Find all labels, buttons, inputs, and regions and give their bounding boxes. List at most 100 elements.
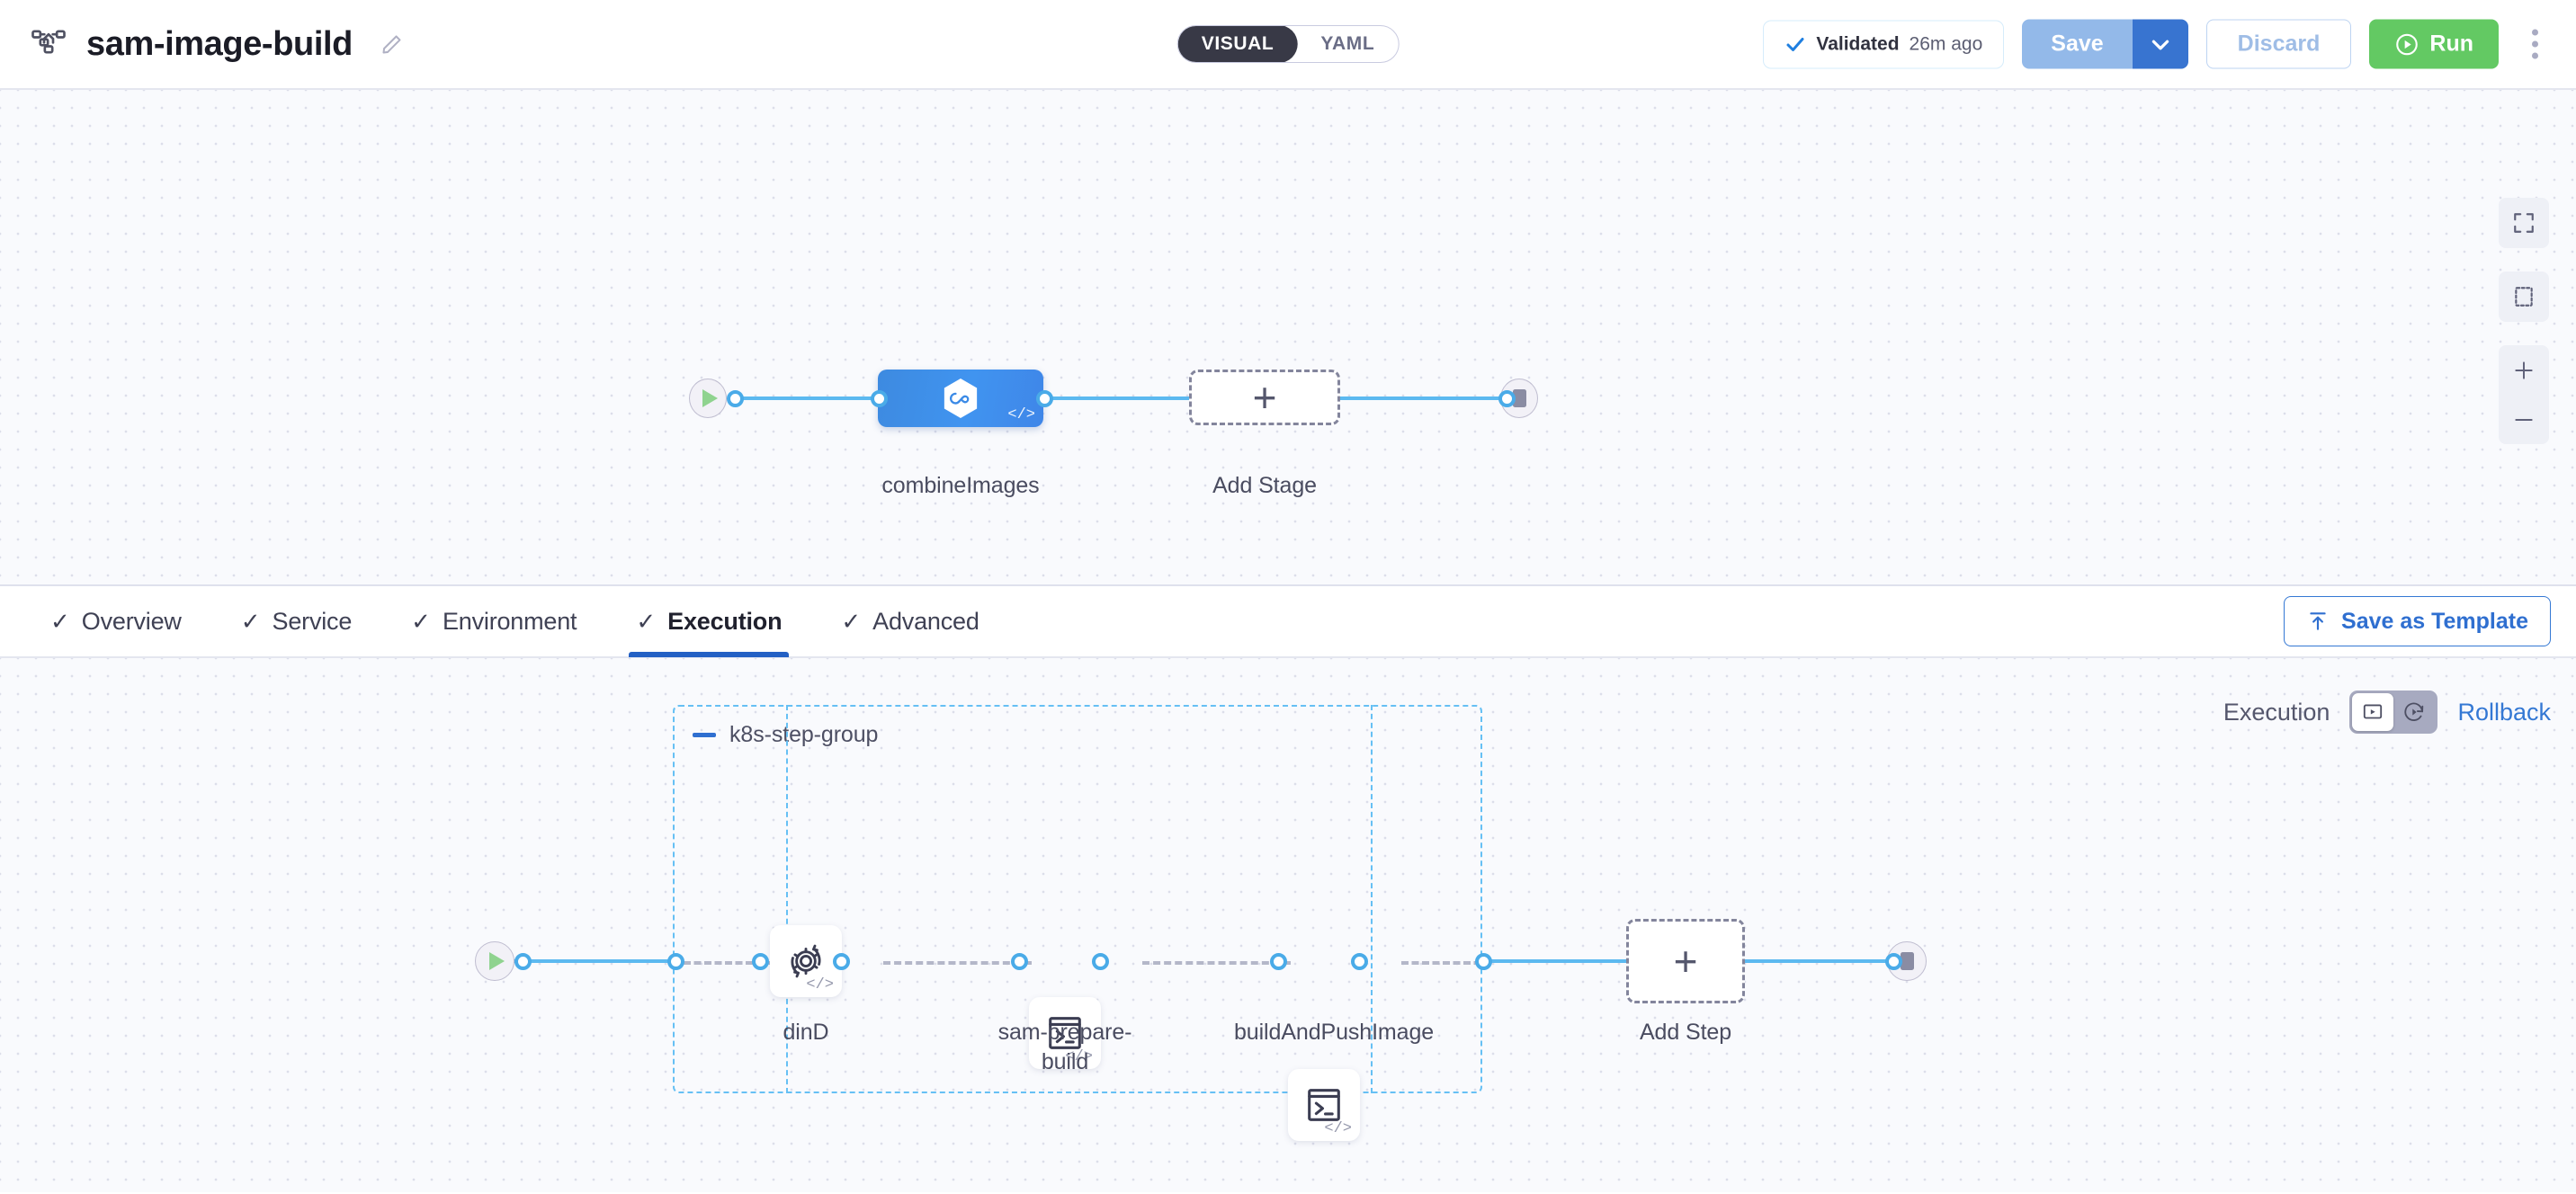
rollback-mode-option[interactable] xyxy=(2393,693,2435,731)
kebab-menu-icon[interactable] xyxy=(2517,22,2553,67)
port-buildandpush-out[interactable] xyxy=(1351,953,1368,970)
execution-canvas[interactable]: Execution Rollback k8s-step-group xyxy=(0,658,2576,1192)
pipeline-nodes-icon xyxy=(31,26,67,62)
zoom-out-button[interactable] xyxy=(2499,395,2549,444)
port-exec-start-out[interactable] xyxy=(514,953,532,970)
port-samprepare-out[interactable] xyxy=(1092,953,1109,970)
port-start-out[interactable] xyxy=(727,390,744,407)
select-area-icon xyxy=(2515,287,2533,307)
gear-rotate-icon xyxy=(791,944,821,978)
edge-start-to-stage xyxy=(734,397,878,400)
mode-segmented-control[interactable] xyxy=(2349,691,2438,734)
step-group-title: k8s-step-group xyxy=(729,722,879,747)
edge-stage-to-addstage xyxy=(1051,397,1189,400)
header-left-group: sam-image-build xyxy=(31,25,404,64)
view-mode-toggle[interactable]: VISUAL YAML xyxy=(1176,25,1400,63)
hexagon-infinity-icon xyxy=(944,379,978,418)
port-stage-out[interactable] xyxy=(1036,390,1053,407)
port-stage-in[interactable] xyxy=(871,390,888,407)
kebab-dot xyxy=(2531,52,2538,59)
stage-node-combineimages[interactable]: </> xyxy=(878,370,1043,427)
stage-canvas[interactable]: </> combineImages + Add Stage xyxy=(0,90,2576,586)
edge-samprepare-to-buildandpush xyxy=(1142,961,1291,965)
port-dind-in[interactable] xyxy=(752,953,769,970)
tab-label: Overview xyxy=(81,607,182,635)
check-icon: ✓ xyxy=(411,608,431,635)
edge-buildandpush-to-groupend xyxy=(1401,961,1491,965)
add-stage-button[interactable]: + xyxy=(1189,370,1340,425)
code-glyph-icon: </> xyxy=(806,976,834,994)
tab-advanced[interactable]: ✓ Advanced xyxy=(841,585,979,657)
play-circle-icon xyxy=(2396,33,2419,55)
plus-icon: + xyxy=(1673,938,1698,985)
run-button[interactable]: Run xyxy=(2369,19,2499,69)
port-dind-out[interactable] xyxy=(833,953,850,970)
app-header: sam-image-build VISUAL YAML Validated 26… xyxy=(0,0,2576,90)
page-title: sam-image-build xyxy=(86,24,353,63)
port-group-in[interactable] xyxy=(667,953,684,970)
code-glyph-icon: </> xyxy=(1324,1120,1352,1137)
terminal-icon xyxy=(1308,1089,1340,1121)
execution-mode-label: Execution xyxy=(2223,698,2330,726)
pipeline-start-node[interactable] xyxy=(689,379,727,418)
tab-label: Environment xyxy=(442,607,577,635)
port-end-in[interactable] xyxy=(1498,390,1516,407)
step-group-header: k8s-step-group xyxy=(693,722,878,748)
execution-start-node[interactable] xyxy=(475,941,514,981)
check-icon: ✓ xyxy=(50,608,70,635)
upload-template-icon xyxy=(2310,612,2326,630)
port-group-out[interactable] xyxy=(1475,953,1492,970)
step-group-k8s-step-group[interactable]: k8s-step-group xyxy=(673,705,1482,1093)
tab-environment[interactable]: ✓ Environment xyxy=(411,585,577,657)
view-mode-yaml[interactable]: YAML xyxy=(1320,33,1375,54)
fit-to-screen-button[interactable] xyxy=(2499,198,2549,248)
tab-service[interactable]: ✓ Service xyxy=(240,585,353,657)
zoom-controls xyxy=(2499,345,2549,444)
step-node-dind[interactable]: </> xyxy=(770,925,842,997)
add-step-button[interactable]: + xyxy=(1626,919,1745,1003)
save-button-group: Save xyxy=(2022,19,2188,69)
fit-to-screen-icon xyxy=(2514,213,2534,233)
step-group-inner-divider-right xyxy=(1371,705,1373,1093)
execution-mode-option[interactable] xyxy=(2352,693,2394,731)
view-mode-visual[interactable]: VISUAL xyxy=(1177,26,1298,62)
check-icon: ✓ xyxy=(240,608,261,635)
select-area-button[interactable] xyxy=(2499,272,2549,322)
stage-canvas-controls xyxy=(2499,198,2549,444)
validated-timestamp: 26m ago xyxy=(1909,33,1983,54)
terminal-icon xyxy=(1049,1017,1081,1049)
port-exec-end-in[interactable] xyxy=(1885,953,1902,970)
save-button[interactable]: Save xyxy=(2022,19,2133,69)
port-buildandpush-in[interactable] xyxy=(1270,953,1287,970)
step-label-buildandpushimage: buildAndPushImage xyxy=(1234,1020,1435,1045)
edge-group-to-dind xyxy=(684,961,774,965)
step-group-inner-divider-left xyxy=(786,705,788,1093)
code-glyph-icon: </> xyxy=(1007,406,1035,423)
play-icon xyxy=(689,379,727,418)
save-as-template-button[interactable]: Save as Template xyxy=(2284,596,2551,646)
execution-mode-icon xyxy=(2364,704,2383,719)
check-icon: ✓ xyxy=(841,608,862,635)
add-stage-label: Add Stage xyxy=(1212,473,1317,498)
minus-icon[interactable] xyxy=(693,733,716,737)
edge-dind-to-samprepare xyxy=(883,961,1032,965)
tab-overview[interactable]: ✓ Overview xyxy=(50,585,182,657)
stage-config-tabbar: ✓ Overview ✓ Service ✓ Environment ✓ Exe… xyxy=(0,586,2576,658)
save-dropdown-button[interactable] xyxy=(2132,19,2188,69)
edge-addstep-to-end xyxy=(1743,959,1892,963)
step-node-sam-prepare-build[interactable]: </> xyxy=(1029,997,1101,1069)
stage-label: combineImages xyxy=(881,473,1040,498)
tab-execution[interactable]: ✓ Execution xyxy=(629,585,790,657)
pencil-edit-icon[interactable] xyxy=(380,32,404,57)
rollback-link[interactable]: Rollback xyxy=(2457,698,2551,726)
step-node-buildandpushimage[interactable]: </> xyxy=(1288,1069,1360,1141)
discard-button[interactable]: Discard xyxy=(2205,19,2352,69)
check-icon: ✓ xyxy=(636,608,657,635)
step-label-sam-prepare-build: sam-prepare-build xyxy=(997,1020,1132,1074)
tab-label: Advanced xyxy=(872,607,979,635)
status-badge-validated[interactable]: Validated 26m ago xyxy=(1763,20,2005,68)
kebab-dot xyxy=(2531,40,2538,48)
port-samprepare-in[interactable] xyxy=(1011,953,1028,970)
run-label: Run xyxy=(2429,31,2473,57)
zoom-in-button[interactable] xyxy=(2499,345,2549,395)
